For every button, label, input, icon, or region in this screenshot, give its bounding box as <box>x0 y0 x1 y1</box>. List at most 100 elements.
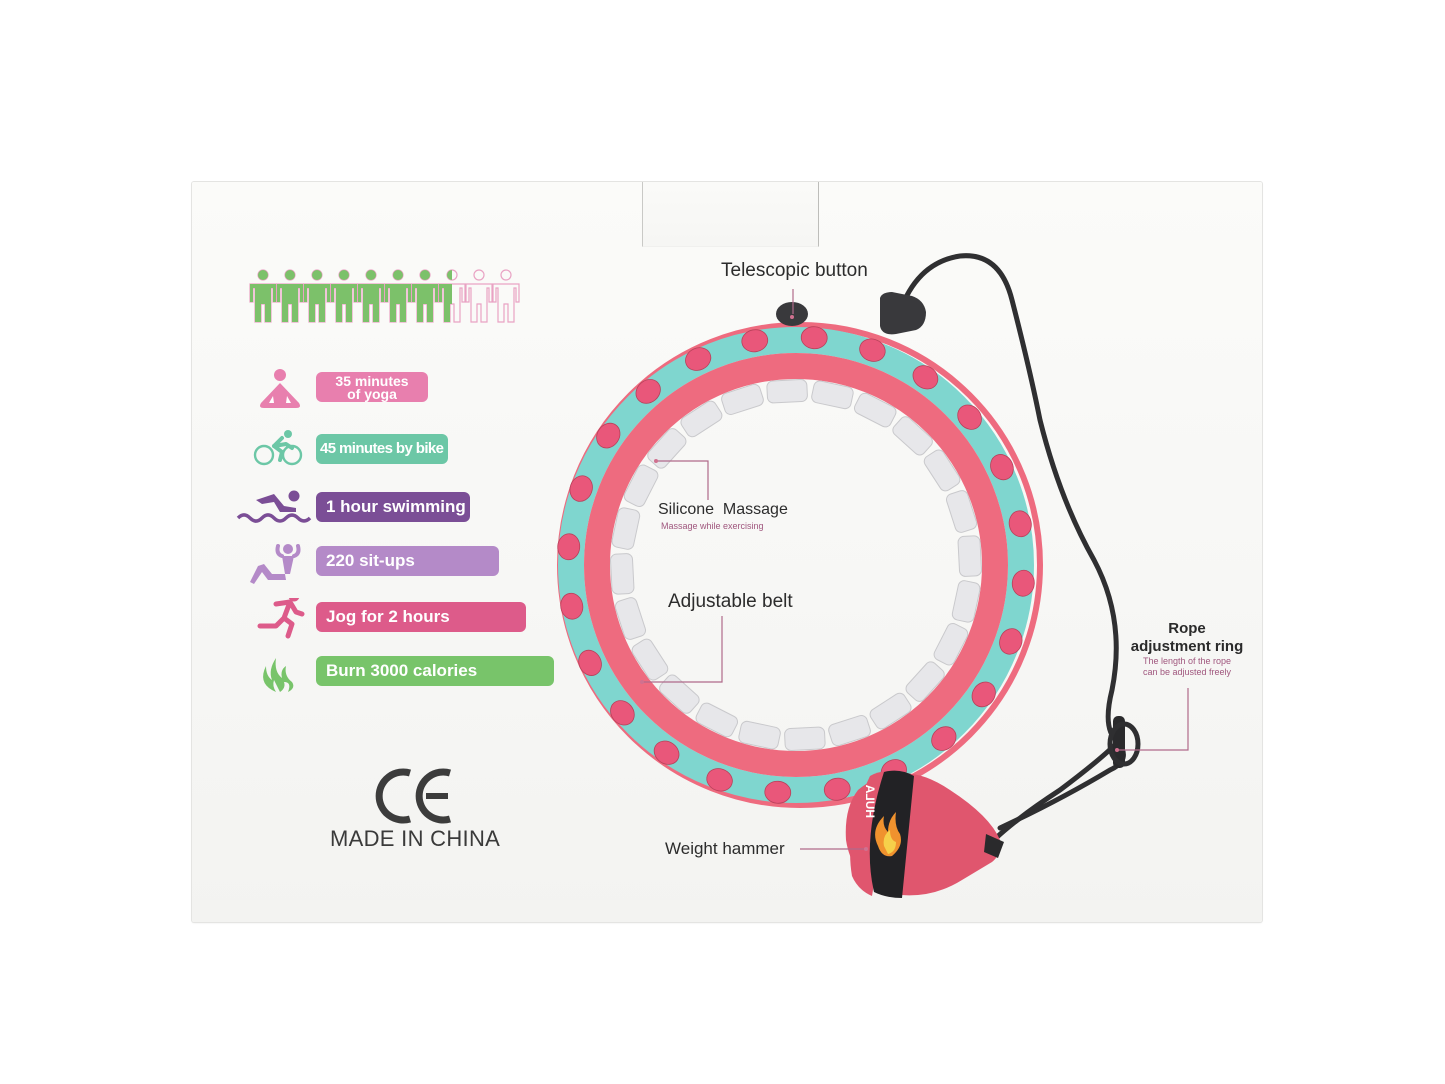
hoop-link-cap <box>560 592 584 620</box>
belt-callout-line <box>642 616 723 683</box>
flame-logo-icon <box>875 812 901 857</box>
activity-yoga-line-2: of yoga <box>347 386 397 402</box>
massage-pad <box>828 714 871 747</box>
massage-pad <box>933 622 969 666</box>
rope-ring-label: Rope adjustment ring <box>1120 620 1254 656</box>
flame-icon <box>236 652 312 698</box>
hoop-link-cap <box>635 379 661 404</box>
rope-clip <box>880 292 926 335</box>
person-icon <box>275 268 305 326</box>
hoop-link-cap <box>685 347 712 371</box>
box-top-flap <box>642 182 819 247</box>
calorie-meter <box>248 268 528 326</box>
person-icon <box>383 268 413 326</box>
rope-loop <box>993 739 1121 841</box>
massage-pad <box>738 720 781 750</box>
hoop-link-cap <box>971 681 996 708</box>
hoop-link-cap <box>1008 510 1032 538</box>
hammer-logo-text: HULA <box>863 784 877 818</box>
ce-mark <box>372 768 456 824</box>
person-icon <box>356 268 386 326</box>
massage-pad <box>611 507 641 550</box>
callout-lines <box>642 289 1189 850</box>
hoop-link-cap <box>999 628 1023 655</box>
massage-pad <box>905 661 945 702</box>
massage-pad <box>721 383 764 416</box>
massage-pad <box>951 580 981 623</box>
massage-pad <box>659 674 700 714</box>
made-in-china-label: MADE IN CHINA <box>330 826 501 851</box>
massage-pad <box>869 692 912 730</box>
swimming-icon <box>236 488 312 534</box>
hoop-link-cap <box>706 768 733 792</box>
hoop-pink-band <box>584 353 1008 777</box>
hoop-link-cap <box>859 338 886 362</box>
hoop-link-cap <box>823 777 851 801</box>
hoop-link-cap <box>610 700 635 726</box>
silicone-callout-line <box>656 460 709 500</box>
person-icon <box>410 268 440 326</box>
activity-yoga-line-1: 35 minutes <box>335 373 409 389</box>
massage-pad <box>923 449 961 492</box>
hoop-link-cap <box>800 326 828 350</box>
rope-ring-label-line-1: Rope <box>1168 620 1206 637</box>
silicone-massage-label: Silicone Massage <box>658 501 788 518</box>
hoop-link-cap <box>957 404 982 430</box>
person-icon <box>437 268 467 326</box>
hoop-link-cap <box>1011 569 1035 597</box>
hoop-link-cap <box>653 740 680 765</box>
massage-pad <box>853 392 897 428</box>
person-icon <box>329 268 359 326</box>
weight-hammer[interactable]: HULA <box>845 770 1004 898</box>
massage-pad <box>945 490 978 533</box>
massage-pad <box>680 400 723 438</box>
hoop <box>557 322 1043 808</box>
person-icon <box>302 268 332 326</box>
massage-pad <box>631 638 669 681</box>
rope-ring-sublabel: The length of the rope can be adjusted f… <box>1120 656 1254 678</box>
hoop-link-cap <box>557 533 581 561</box>
sit-up-icon <box>236 542 312 588</box>
activity-jog-label: Jog for 2 hours <box>316 602 526 632</box>
silicone-massage-sublabel: Massage while exercising <box>661 521 764 531</box>
hoop-link-cap <box>596 422 621 449</box>
person-icon <box>464 268 494 326</box>
rope-callout-line <box>1117 688 1189 751</box>
hoop-link-cap <box>741 329 769 353</box>
hoop-link-cap <box>931 726 957 751</box>
massage-pad <box>957 535 982 577</box>
activity-calories-label: Burn 3000 calories <box>316 656 554 686</box>
rope-ring-sublabel-line-2: can be adjusted freely <box>1142 667 1232 677</box>
massage-pad <box>784 726 826 751</box>
person-icon <box>491 268 521 326</box>
hoop-link-cap <box>569 475 593 502</box>
massage-pad <box>695 702 739 738</box>
massage-pad <box>766 379 808 404</box>
hoop-link-cap <box>578 649 602 676</box>
massage-pad <box>623 464 659 508</box>
massage-pad <box>892 416 933 456</box>
yoga-icon <box>236 368 312 414</box>
telescopic-button[interactable] <box>776 302 808 326</box>
telescopic-button-label: Telescopic button <box>721 260 868 281</box>
adjustable-belt-label: Adjustable belt <box>668 591 793 612</box>
hoop-link-cap <box>912 365 939 390</box>
hoop-link-cap <box>990 454 1014 481</box>
running-icon <box>236 598 312 644</box>
rope-adjustment-ring <box>1107 716 1141 768</box>
massage-pad <box>610 553 635 595</box>
bike-icon <box>236 430 312 476</box>
hoop-link-cap <box>764 780 792 804</box>
activity-situps-label: 220 sit-ups <box>316 546 499 576</box>
massage-pad <box>614 597 647 640</box>
rope-ring-label-line-2: adjustment ring <box>1130 638 1244 655</box>
telescopic-button-dot <box>790 315 794 319</box>
activity-swimming-label: 1 hour swimming <box>316 492 470 522</box>
rope-ring-sublabel-line-1: The length of the rope <box>1142 656 1232 666</box>
hoop-teal-band <box>558 327 1034 803</box>
person-icon <box>248 268 278 326</box>
callout-dots <box>640 459 1119 851</box>
weight-hammer-label: Weight hammer <box>665 839 785 858</box>
massage-pad <box>647 428 687 469</box>
